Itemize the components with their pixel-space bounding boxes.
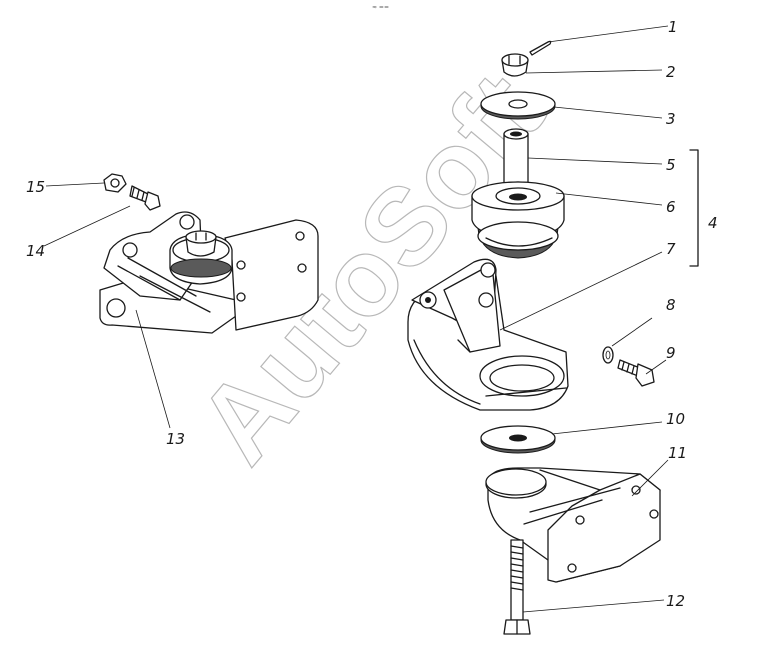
callout-7: 7 — [666, 240, 676, 258]
callout-labels: 1 2 3 4 5 6 7 8 9 10 11 12 13 14 15 — [26, 18, 718, 610]
part-3-washer — [480, 91, 556, 120]
part-9-bolt — [617, 359, 655, 387]
part-5-sleeve — [503, 128, 529, 197]
callout-6: 6 — [666, 198, 676, 216]
part-10-washer — [480, 425, 556, 454]
callout-1: 1 — [668, 18, 678, 36]
callout-9: 9 — [666, 344, 676, 362]
leader-lines — [43, 25, 669, 613]
group-4-bracket — [689, 149, 699, 267]
part-15-nut — [103, 173, 127, 193]
callout-10: 10 — [666, 410, 685, 428]
callout-14: 14 — [26, 242, 45, 260]
callout-4: 4 — [708, 214, 718, 232]
part-12-long-bolt — [503, 539, 531, 635]
callout-3: 3 — [666, 110, 676, 128]
callout-5: 5 — [666, 156, 676, 174]
part-1-cotter-pin — [529, 40, 552, 56]
callout-11: 11 — [668, 444, 687, 462]
callout-2: 2 — [666, 63, 676, 81]
callout-13: 13 — [166, 430, 185, 448]
callout-12: 12 — [666, 592, 685, 610]
part-8-spring-washer — [602, 346, 614, 364]
part-7-support-bracket — [407, 258, 569, 411]
left-mount-assembly — [99, 211, 319, 334]
callout-8: 8 — [666, 296, 676, 314]
part-6-cushion — [471, 181, 565, 259]
part-14-bolt — [129, 185, 161, 211]
part-11-lower-bracket — [485, 467, 661, 583]
top-mark: ≈ == — [372, 4, 389, 11]
part-2-castle-nut — [501, 53, 529, 77]
callout-15: 15 — [26, 178, 45, 196]
